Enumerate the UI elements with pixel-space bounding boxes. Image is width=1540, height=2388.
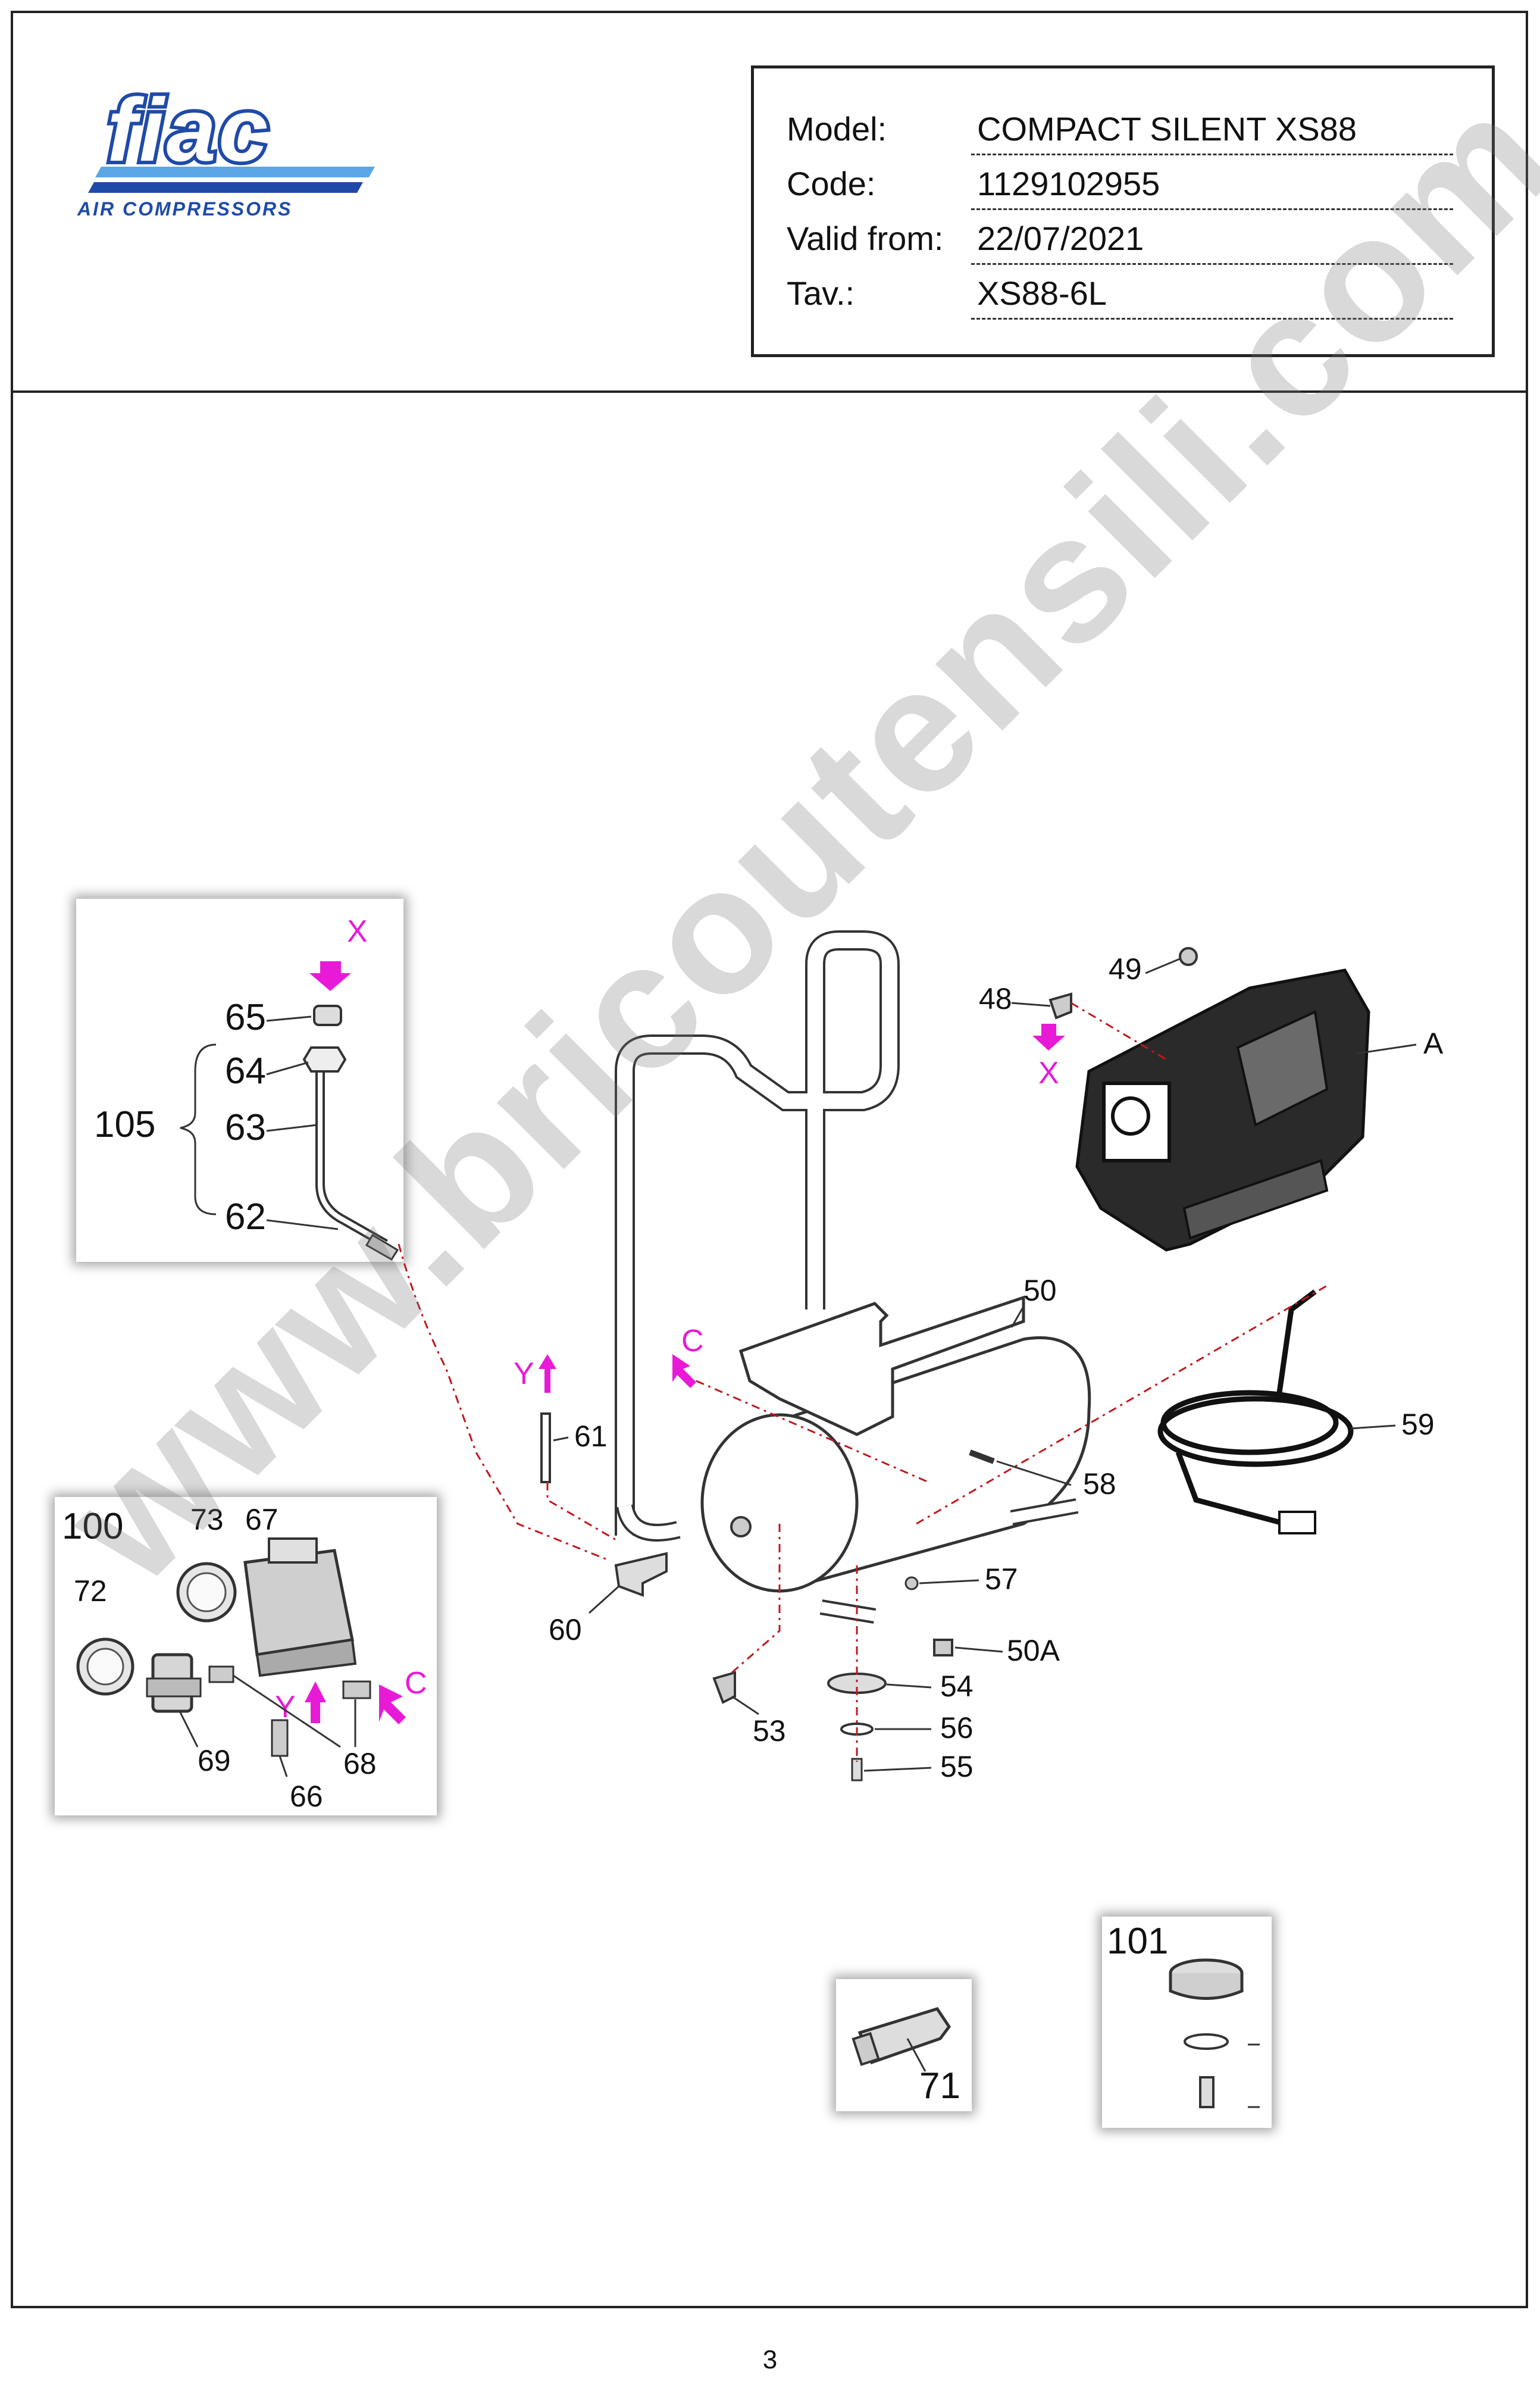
info-value: 1129102955	[977, 165, 1160, 202]
info-label: Model:	[787, 110, 887, 148]
callout-105: 105	[94, 1104, 155, 1145]
marker-x: X	[1038, 1056, 1059, 1090]
info-row-code: Code: 1129102955	[787, 159, 1453, 210]
callout-72: 72	[74, 1574, 107, 1608]
tank-bracket-icon	[738, 1295, 1025, 1436]
callout-64: 64	[225, 1051, 266, 1092]
plug-icon	[933, 1639, 953, 1656]
callout-69: 69	[198, 1744, 231, 1777]
nipple-icon	[208, 1665, 234, 1683]
callout-56: 56	[940, 1711, 974, 1745]
flow-arrow-icon	[309, 961, 351, 991]
page-frame	[11, 11, 1528, 2308]
callout-53: 53	[753, 1714, 786, 1748]
marker-c: C	[681, 1324, 704, 1358]
model-info-box: Model: COMPACT SILENT XS88 Code: 1129102…	[751, 65, 1495, 357]
compressor-unit-icon	[1075, 968, 1370, 1252]
callout-101: 101	[1107, 1921, 1168, 1962]
info-label: Tav.:	[787, 274, 855, 312]
dashed-rule	[971, 208, 1453, 210]
plug-icon	[1179, 947, 1198, 966]
callout-49: 49	[1109, 952, 1142, 986]
callout-100: 100	[62, 1506, 123, 1547]
fiac-logo: fiac AIR COMPRESSORS	[65, 76, 411, 226]
callout-A: A	[1423, 1027, 1444, 1060]
info-value: 22/07/2021	[977, 220, 1144, 257]
info-value: XS88-6L	[977, 274, 1107, 312]
nipple-icon	[342, 1680, 371, 1699]
callout-67: 67	[245, 1503, 278, 1536]
callout-63: 63	[225, 1107, 266, 1148]
fiac-logo-icon: fiac AIR COMPRESSORS	[77, 76, 375, 220]
callout-50: 50	[1023, 1274, 1057, 1307]
inset-100-pressure-switch: 100 73 67 72 Y C 69 68 66	[55, 1497, 437, 1815]
callout-60: 60	[549, 1613, 582, 1646]
dashed-rule	[971, 154, 1453, 155]
marker-c: C	[405, 1666, 427, 1701]
marker-y: Y	[514, 1356, 534, 1391]
tee-fitting-icon	[614, 1552, 668, 1597]
callout-58: 58	[1083, 1467, 1116, 1501]
power-cable-icon	[1157, 1289, 1354, 1527]
dashed-rule	[971, 263, 1453, 265]
info-label: Valid from:	[787, 220, 944, 257]
pipe-icon	[540, 1412, 551, 1483]
info-value: COMPACT SILENT XS88	[977, 110, 1357, 148]
callout-73: 73	[190, 1503, 224, 1536]
marker-x: X	[347, 914, 368, 949]
cap-icon	[313, 1005, 342, 1026]
info-row-valid-from: Valid from: 22/07/2021	[787, 214, 1453, 265]
valve-icon	[271, 1719, 289, 1757]
flow-arrow-icon	[379, 1684, 406, 1724]
callout-59: 59	[1401, 1408, 1435, 1441]
washer-icon	[1184, 2033, 1229, 2050]
inset-71-quick-coupling: 71	[836, 1979, 972, 2111]
dashed-rule	[971, 318, 1453, 320]
callout-48: 48	[979, 982, 1012, 1015]
screw-icon	[1199, 2076, 1215, 2108]
info-row-model: Model: COMPACT SILENT XS88	[787, 104, 1453, 155]
nut-icon	[904, 1576, 919, 1590]
header-divider	[11, 390, 1528, 393]
callout-57: 57	[985, 1562, 1018, 1596]
assembly-line	[397, 1002, 1328, 1762]
fitting-icon	[365, 1233, 399, 1261]
inset-105-tube-assembly: X 65 64 63 105 62	[76, 899, 403, 1262]
callout-62: 62	[225, 1196, 266, 1237]
drain-valve-icon	[712, 1671, 736, 1704]
elbow-fitting-icon	[1048, 992, 1072, 1020]
inset-101-foot-kit: 101	[1102, 1917, 1272, 2128]
callout-61: 61	[574, 1420, 608, 1453]
callout-54: 54	[940, 1670, 974, 1703]
callout-65: 65	[225, 997, 266, 1038]
flow-arrow-icon	[672, 1354, 696, 1388]
flow-arrow-icon	[539, 1354, 556, 1393]
callout-68: 68	[343, 1747, 377, 1780]
info-row-table: Tav.: XS88-6L	[787, 268, 1453, 320]
group-bracket	[180, 1043, 217, 1215]
nut-icon	[302, 1046, 347, 1073]
screw-icon	[851, 1758, 863, 1781]
callout-55: 55	[940, 1750, 974, 1783]
callout-66: 66	[290, 1780, 323, 1813]
screw-icon	[969, 1449, 995, 1464]
plug-icon	[1278, 1511, 1316, 1534]
flow-arrow-icon	[1032, 1024, 1065, 1051]
info-label: Code:	[787, 165, 876, 202]
callout-50A: 50A	[1007, 1634, 1060, 1667]
logo-wordmark: fiac	[107, 80, 270, 180]
logo-tagline: AIR COMPRESSORS	[77, 198, 292, 220]
page-number: 3	[762, 2345, 778, 2374]
flow-arrow-icon	[305, 1681, 326, 1723]
callout-71: 71	[919, 2065, 960, 2106]
marker-y: Y	[275, 1690, 296, 1724]
